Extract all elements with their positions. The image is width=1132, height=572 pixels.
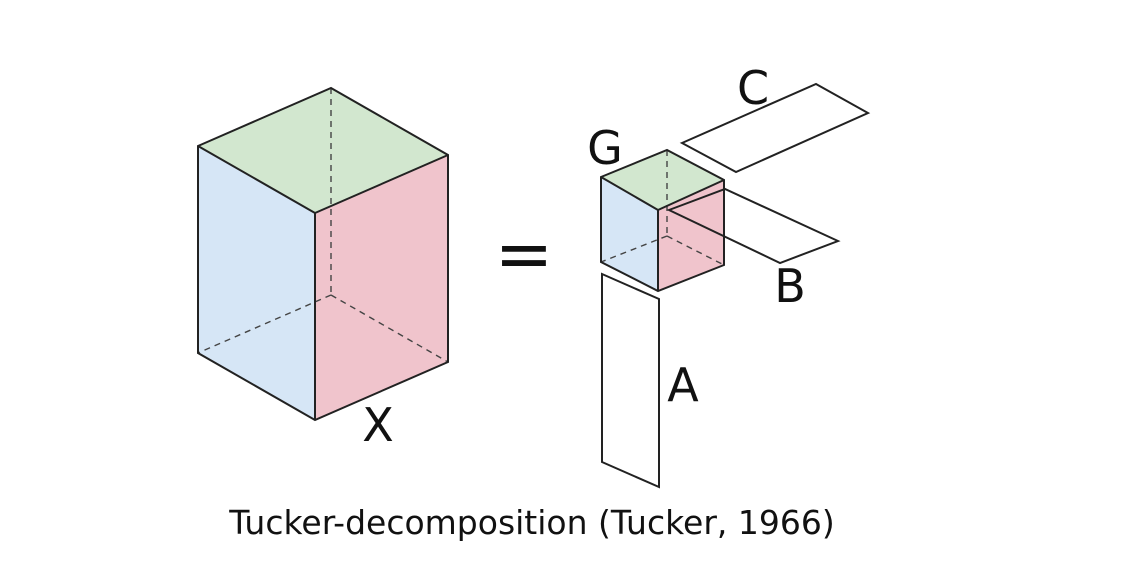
factor-b-label: B — [774, 259, 806, 313]
core-g-label: G — [587, 121, 623, 175]
tensor-x-cube — [197, 86, 449, 422]
core-g-left-face — [601, 177, 658, 291]
tensor-x-left-face — [198, 146, 315, 420]
factor-c-label: C — [737, 61, 769, 115]
factor-c-matrix — [679, 82, 871, 174]
core-tensor-g — [600, 148, 725, 293]
tensor-x-label: X — [362, 398, 394, 452]
factor-a-label: A — [667, 358, 699, 412]
equals-sign: = — [495, 213, 554, 295]
factor-b-matrix — [666, 187, 841, 265]
factor-a-matrix — [601, 272, 660, 489]
tensor-x-right-face — [315, 155, 448, 420]
diagram-caption: Tucker-decomposition (Tucker, 1966) — [228, 503, 834, 542]
